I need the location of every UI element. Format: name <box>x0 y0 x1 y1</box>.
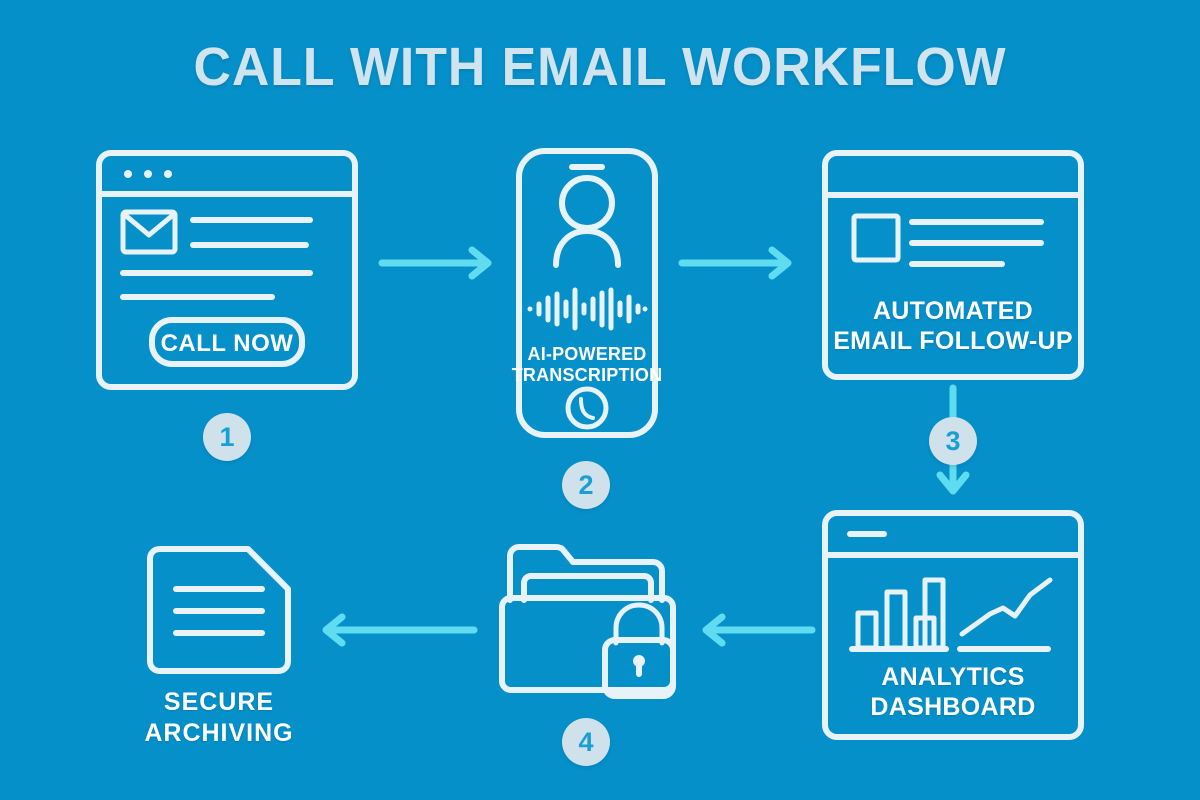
step-badge-4: 4 <box>562 718 610 766</box>
step-badge-3: 3 <box>929 417 977 465</box>
call-now-button-label[interactable]: CALL NOW <box>160 330 294 357</box>
window-icon <box>822 150 1084 380</box>
arrow-right-icon <box>378 246 492 280</box>
step-badge-2-number: 2 <box>578 469 594 500</box>
arrow-folder-to-archive <box>318 612 478 648</box>
step-3-card[interactable]: AUTOMATED EMAIL FOLLOW-UP <box>822 150 1084 380</box>
step-1-card[interactable]: CALL NOW <box>96 150 358 390</box>
step-badge-2: 2 <box>562 461 610 509</box>
arrow-step2-to-step3 <box>678 245 800 281</box>
step-3-label: AUTOMATED EMAIL FOLLOW-UP <box>833 297 1073 355</box>
browser-window-icon <box>96 150 358 390</box>
step-2-card[interactable]: AI-POWERED TRANSCRIPTION <box>512 148 662 438</box>
step-badge-3-number: 3 <box>945 425 961 456</box>
audio-waveform-icon <box>527 287 648 331</box>
analytics-dashboard-label: ANALYTICS DASHBOARD <box>870 663 1036 721</box>
step-4-card[interactable] <box>498 540 686 700</box>
arrow-left-icon <box>322 613 478 647</box>
arrow-left-icon <box>702 613 816 647</box>
arrow-right-icon <box>678 246 792 280</box>
secure-archiving-label: SECURE ARCHIVING <box>144 688 294 747</box>
secure-archiving-card[interactable]: SECURE ARCHIVING <box>144 545 293 747</box>
document-icon <box>147 546 291 674</box>
arrow-analytics-to-folder <box>698 612 816 648</box>
page-title: CALL WITH EMAIL WORKFLOW <box>193 37 1007 97</box>
step-2-label: AI-POWERED TRANSCRIPTION <box>511 344 663 385</box>
analytics-dashboard-card[interactable]: ANALYTICS DASHBOARD <box>822 510 1084 740</box>
bar-chart-glyph <box>849 577 949 652</box>
step-badge-1: 1 <box>203 413 251 461</box>
step-badge-4-number: 4 <box>578 726 594 757</box>
chart-window-icon <box>822 510 1084 740</box>
step-badge-1-number: 1 <box>219 421 235 452</box>
smartphone-icon <box>516 148 658 438</box>
line-chart-glyph <box>957 577 1053 652</box>
folder-lock-icon <box>499 544 676 699</box>
arrow-step1-to-step2 <box>378 245 500 281</box>
